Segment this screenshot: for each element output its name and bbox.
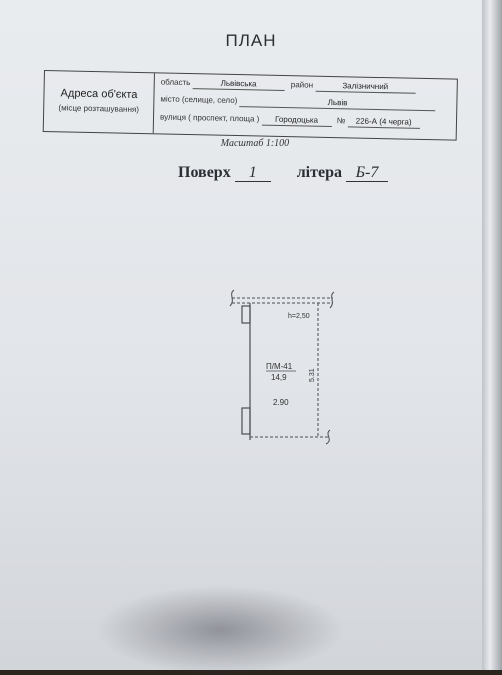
width-dimension: 2.90 [273,398,289,407]
length-dimension: 5.31 [309,368,316,382]
break-mark-bottom [325,429,331,445]
page-title: ПЛАН [225,31,277,50]
break-mark-right [329,291,335,309]
page-edge [482,0,502,670]
shadow-overlay [95,585,345,675]
floor-label: Поверх [178,164,231,181]
top-opening [241,305,251,324]
floor-value: 1 [234,165,271,182]
break-mark-left [229,289,235,307]
floor-plan-drawing: h=2,50 П/М-41 14,9 2.90 5.31 [229,289,335,445]
scale-label: Масштаб 1:100 [220,138,290,149]
document-sheet: ПЛАН Адреса об'єкта (місце розташування)… [0,0,482,675]
litera-value: Б-7 [345,165,388,182]
height-label: h=2,50 [288,313,310,320]
floor-line: Поверх 1 літера Б-7 [178,164,388,182]
litera-label: літера [296,164,342,181]
room-area: 14,9 [271,373,287,382]
bottom-opening [241,407,251,435]
room-id: П/М-41 [266,362,293,371]
